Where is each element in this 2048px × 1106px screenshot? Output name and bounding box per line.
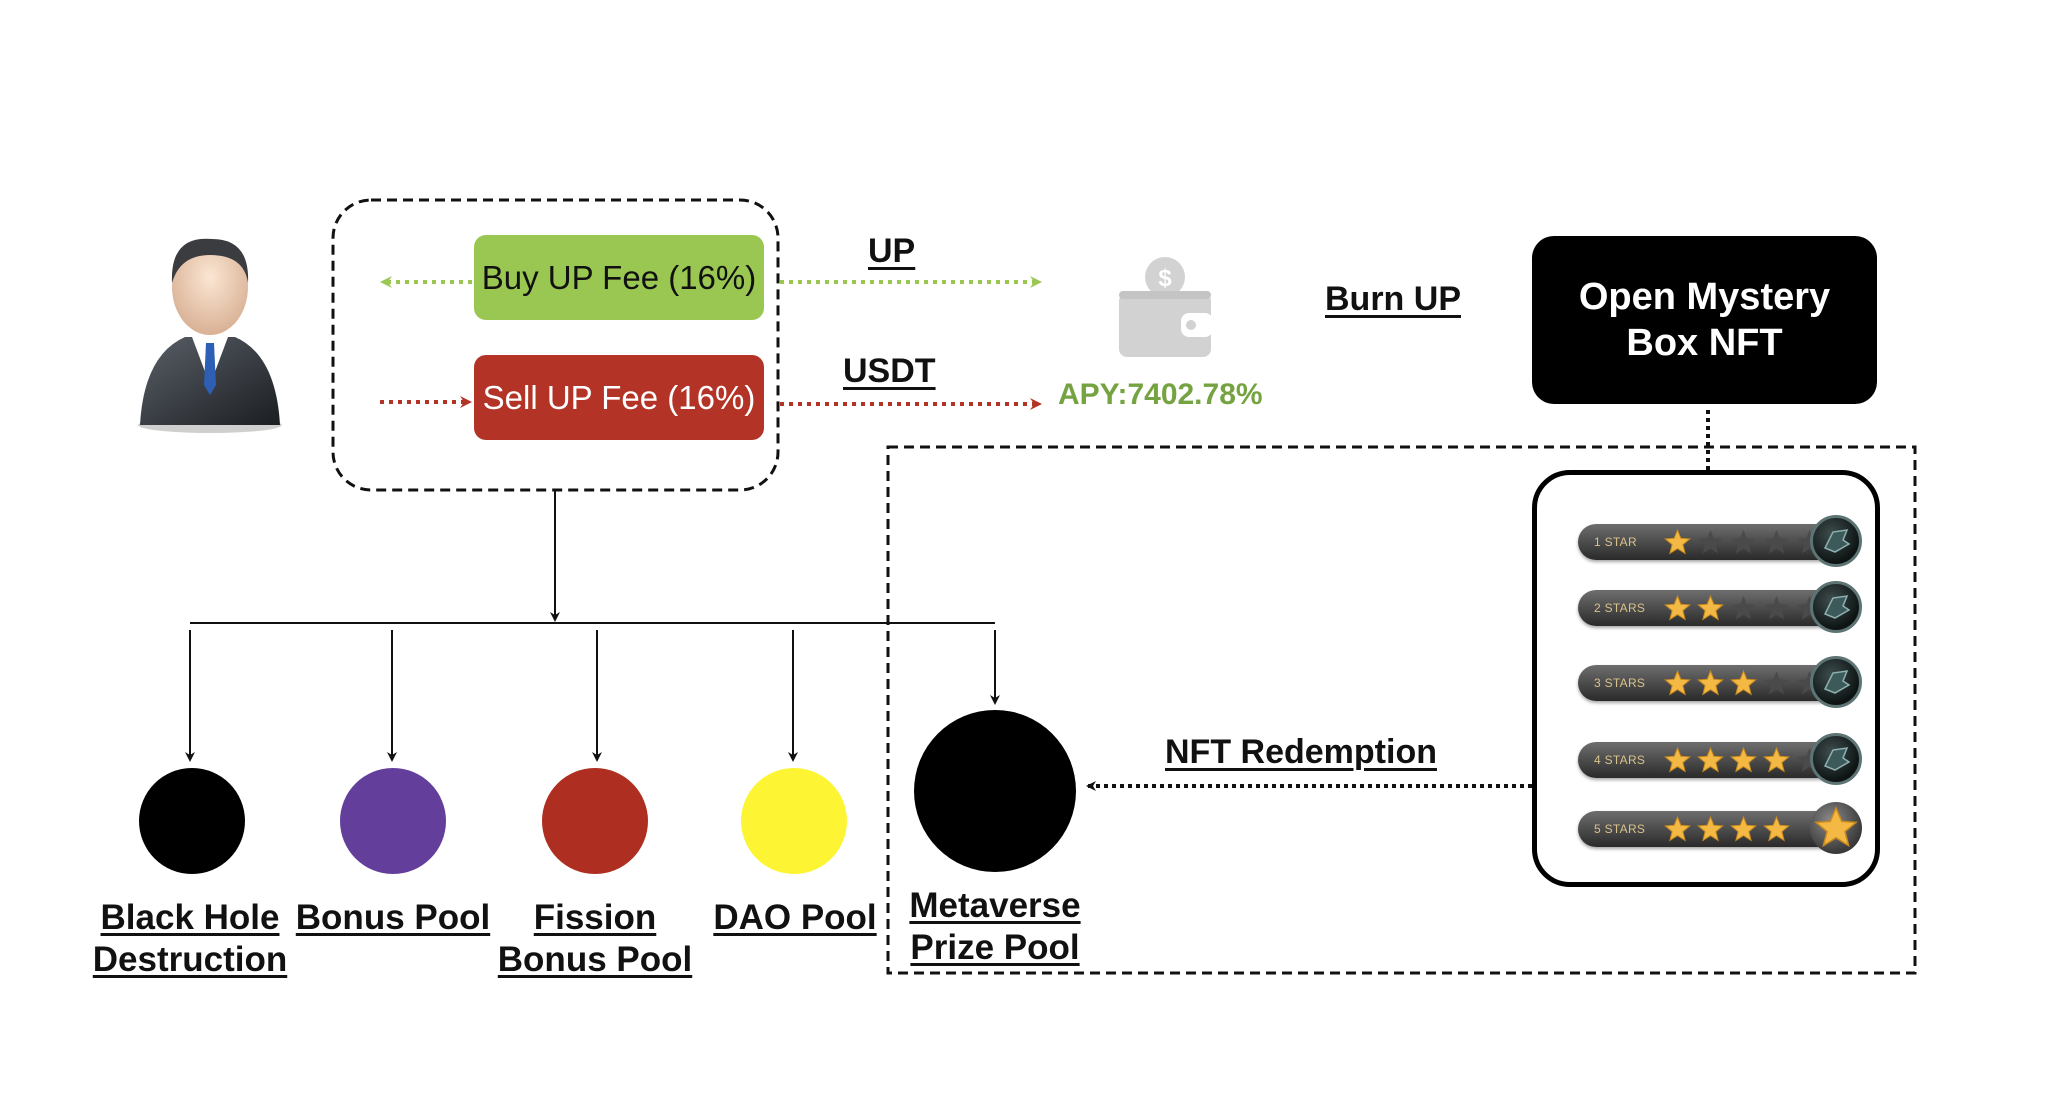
nft-token-badge-icon [1810, 733, 1862, 785]
nft-redemption-label: NFT Redemption [1165, 733, 1437, 771]
metaverse-prize-pool-circle [914, 710, 1076, 872]
burn-up-label: Burn UP [1325, 280, 1461, 318]
star-empty-icon [1797, 596, 1822, 620]
star-filled-icon [1730, 670, 1757, 696]
svg-text:$: $ [1158, 265, 1172, 292]
nft-level-label: 4 STARS [1594, 753, 1646, 767]
star-empty-icon [1698, 530, 1723, 554]
nft-level-label: 1 STAR [1594, 535, 1637, 549]
nft-level-label: 3 STARS [1594, 676, 1646, 690]
dao-pool-label: DAO Pool [713, 898, 877, 937]
nft-region-box [886, 445, 1917, 975]
bonus-pool-circle [340, 768, 446, 874]
apy-value: APY:7402.78% [1058, 378, 1263, 411]
nft-level-label: 5 STARS [1594, 822, 1646, 836]
wallet-icon: $ [1115, 255, 1215, 360]
nft-level-row: 4 STARS [1578, 733, 1862, 785]
star-empty-icon [1731, 530, 1756, 554]
bonus-pool-label: Bonus Pool [295, 898, 491, 937]
nft-token-badge-icon [1810, 656, 1862, 708]
star-filled-icon [1664, 816, 1691, 842]
nft-level-label: 2 STARS [1594, 601, 1646, 615]
star-empty-icon [1764, 530, 1789, 554]
nft-token-badge-icon [1810, 581, 1862, 633]
star-empty-icon [1797, 748, 1822, 772]
star-filled-icon [1664, 529, 1691, 555]
star-filled-icon [1664, 747, 1691, 773]
star-empty-icon [1731, 596, 1756, 620]
mystery-box-label-line2: Box NFT [1626, 322, 1783, 364]
nft-level-row: 5 STARS [1578, 802, 1862, 854]
star-empty-icon [1764, 671, 1789, 695]
black-hole-pool-circle [139, 768, 245, 874]
sell-up-fee-button[interactable]: Sell UP Fee (16%) [474, 355, 764, 440]
dao-pool-circle [741, 768, 847, 874]
businessman-avatar-icon [130, 225, 290, 435]
fission-bonus-pool-circle [542, 768, 648, 874]
mystery-box-label-line1: Open Mystery [1578, 276, 1831, 318]
buy-up-fee-button[interactable]: Buy UP Fee (16%) [474, 235, 764, 320]
nft-level-row: 2 STARS [1578, 581, 1862, 633]
five-star-badge-icon [1810, 802, 1862, 854]
usdt-flow-label: USDT [843, 352, 936, 390]
star-filled-icon [1730, 816, 1757, 842]
star-filled-icon [1697, 747, 1724, 773]
nft-token-badge-icon [1810, 515, 1862, 567]
star-filled-icon [1697, 816, 1724, 842]
star-filled-icon [1697, 670, 1724, 696]
star-empty-icon [1797, 671, 1822, 695]
star-empty-icon [1764, 596, 1789, 620]
star-filled-icon [1763, 816, 1790, 842]
up-flow-label: UP [868, 232, 916, 270]
star-empty-icon [1797, 530, 1822, 554]
nft-level-row: 1 STAR [1578, 515, 1862, 567]
star-filled-icon [1664, 595, 1691, 621]
star-filled-icon [1664, 670, 1691, 696]
star-filled-icon [1730, 747, 1757, 773]
nft-level-row: 3 STARS [1578, 656, 1862, 708]
star-filled-icon [1697, 595, 1724, 621]
star-filled-icon [1763, 747, 1790, 773]
open-mystery-box-button[interactable]: Open Mystery Box NFT [1532, 236, 1877, 404]
